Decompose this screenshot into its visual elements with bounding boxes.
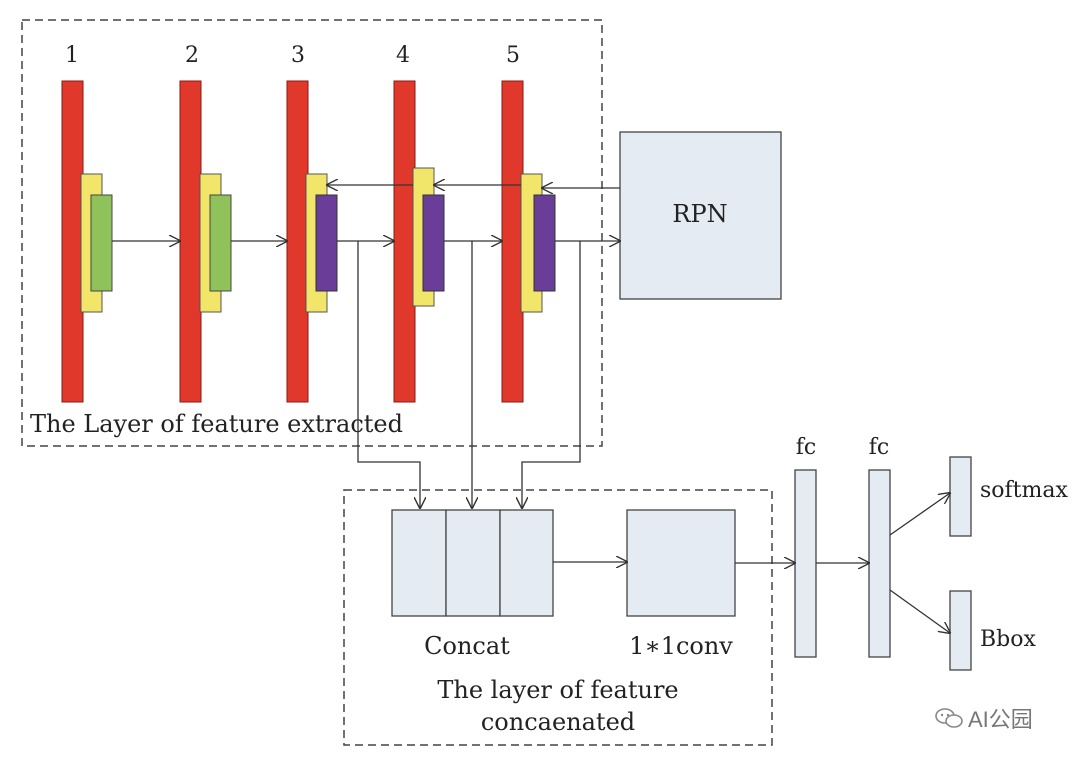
layer-4-bar bbox=[393, 80, 416, 403]
rpn-label: RPN bbox=[672, 200, 727, 228]
layer-1-bar bbox=[61, 80, 84, 403]
concat-label: Concat bbox=[424, 632, 510, 660]
arrow-fc2-to-softmax bbox=[889, 493, 950, 536]
layer-5-bar bbox=[501, 80, 524, 403]
path-layer5-to-concat bbox=[522, 241, 581, 508]
layer-3-number: 3 bbox=[291, 43, 305, 68]
wechat-icon bbox=[935, 708, 963, 728]
layer-2-bar bbox=[179, 80, 202, 403]
extract-group-label: The Layer of feature extracted bbox=[30, 410, 403, 438]
layer-1-feature-inner bbox=[90, 194, 113, 292]
concat-box-2 bbox=[445, 509, 501, 617]
fc2-label: fc bbox=[869, 435, 889, 460]
layer-5-number: 5 bbox=[506, 43, 520, 68]
layer-5-feature-inner bbox=[533, 194, 556, 292]
layer-1-number: 1 bbox=[65, 43, 79, 68]
concat-box-1 bbox=[391, 509, 447, 617]
fc1-box bbox=[794, 469, 817, 658]
layer-4-number: 4 bbox=[396, 43, 410, 68]
watermark: AI公园 bbox=[934, 702, 1033, 734]
concat-box-3 bbox=[499, 509, 554, 617]
rpn-box bbox=[619, 131, 782, 300]
path-layer3-to-concat bbox=[357, 241, 420, 508]
layer-2-feature-inner bbox=[209, 194, 232, 292]
layer-3: 3 bbox=[286, 43, 338, 403]
fc1-label: fc bbox=[796, 435, 816, 460]
layer-3-bar bbox=[286, 80, 309, 403]
conv-box bbox=[626, 509, 736, 617]
layer-3-feature-inner bbox=[315, 194, 338, 292]
layer-1: 1 bbox=[61, 43, 113, 403]
extract-group-border bbox=[21, 19, 603, 447]
layer-2-number: 2 bbox=[185, 43, 199, 68]
concat-group-border bbox=[343, 489, 773, 746]
layer-5: 5 bbox=[501, 43, 556, 403]
bbox-box bbox=[949, 590, 972, 671]
arrow-fc2-to-bbox bbox=[889, 589, 950, 633]
layer-4-feature-inner bbox=[422, 194, 445, 292]
layer-4: 4 bbox=[393, 43, 445, 403]
softmax-label: softmax bbox=[980, 478, 1068, 503]
watermark-text: AI公园 bbox=[968, 707, 1033, 732]
softmax-box bbox=[949, 456, 972, 537]
bbox-label: Bbox bbox=[980, 627, 1036, 652]
layer-2: 2 bbox=[179, 43, 232, 403]
concat-group-label-line2: concaenated bbox=[481, 708, 635, 736]
fc2-box bbox=[868, 469, 891, 658]
concat-group-label-line1: The layer of feature bbox=[437, 676, 678, 704]
conv-label: 1∗1conv bbox=[629, 632, 733, 660]
